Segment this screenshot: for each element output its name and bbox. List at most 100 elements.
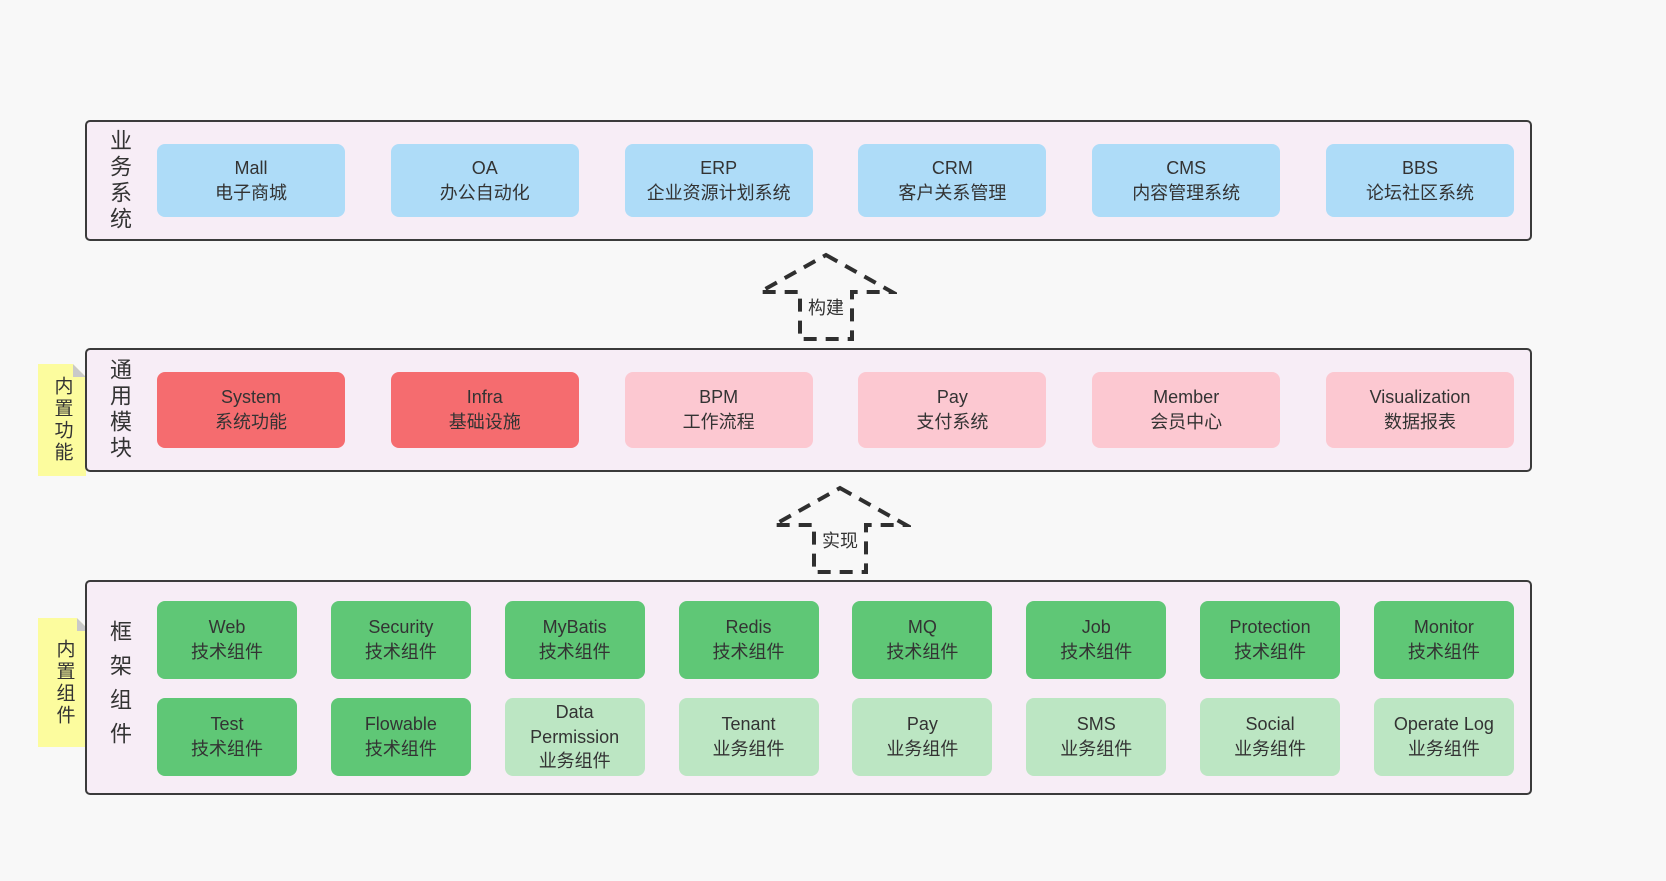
box-subtitle: 基础设施 xyxy=(448,412,521,432)
box-subtitle: 业务组件 xyxy=(1060,739,1133,759)
dashed-up-arrow-icon xyxy=(769,485,911,574)
box-pay: Pay 支付系统 xyxy=(858,372,1047,448)
box-infra: Infra 基础设施 xyxy=(390,372,579,448)
arrow-implement-label: 实现 xyxy=(819,527,861,553)
component-boxes: Web 技术组件 Security 技术组件 MyBatis 技术组件 Redi… xyxy=(135,582,1530,793)
box-subtitle: 电子商城 xyxy=(215,182,287,203)
box-subtitle: 技术组件 xyxy=(538,642,611,662)
box-title: Job xyxy=(1081,617,1111,638)
box-monitor: Monitor 技术组件 xyxy=(1373,601,1514,679)
layer-label-components: 框架组件 xyxy=(107,619,132,756)
box-title: Pay xyxy=(906,714,938,735)
business-boxes: Mall 电子商城 OA 办公自动化 ERP 企业资源计划系统 CRM 客户关系… xyxy=(135,122,1530,239)
box-title: Infra xyxy=(466,387,503,408)
module-boxes: System 系统功能 Infra 基础设施 BPM 工作流程 Pay 支付系统… xyxy=(135,350,1530,470)
component-row-1: Web 技术组件 Security 技术组件 MyBatis 技术组件 Redi… xyxy=(157,601,1514,679)
box-subtitle: 技术组件 xyxy=(712,642,785,662)
box-job: Job 技术组件 xyxy=(1026,601,1167,679)
box-subtitle: 工作流程 xyxy=(682,412,755,432)
arrow-build-label: 构建 xyxy=(805,294,847,320)
layer-label-business: 业务系统 xyxy=(107,128,132,233)
box-title: ERP xyxy=(700,157,738,178)
box-bbs: BBS 论坛社区系统 xyxy=(1325,144,1514,217)
arrow-build: 构建 xyxy=(755,252,897,342)
box-data-permission: Data Permission 业务组件 xyxy=(504,698,645,776)
arrow-implement: 实现 xyxy=(769,485,911,575)
box-title: BBS xyxy=(1401,157,1438,178)
box-title: Test xyxy=(210,714,244,735)
box-subtitle: 技术组件 xyxy=(364,642,437,662)
component-row-2: Test 技术组件 Flowable 技术组件 Data Permission … xyxy=(157,698,1514,776)
box-social: Social 业务组件 xyxy=(1200,698,1341,776)
box-oa: OA 办公自动化 xyxy=(390,144,579,217)
box-title: OA xyxy=(471,157,498,178)
box-subtitle: 业务组件 xyxy=(1234,739,1307,759)
dashed-up-arrow-icon xyxy=(755,252,897,341)
box-title: SMS xyxy=(1076,714,1116,735)
box-subtitle: 系统功能 xyxy=(215,412,287,432)
box-subtitle: 数据报表 xyxy=(1383,412,1456,432)
box-title: MyBatis xyxy=(542,617,607,638)
box-mq: MQ 技术组件 xyxy=(852,601,993,679)
box-title: Data Permission xyxy=(530,701,620,747)
box-subtitle: 支付系统 xyxy=(916,412,989,432)
box-title: System xyxy=(220,387,281,408)
box-title: Redis xyxy=(725,617,772,638)
box-title: Tenant xyxy=(721,714,776,735)
box-title: Monitor xyxy=(1413,617,1474,638)
box-title: Security xyxy=(368,617,434,638)
box-redis: Redis 技术组件 xyxy=(678,601,819,679)
box-subtitle: 技术组件 xyxy=(1060,642,1133,662)
box-subtitle: 技术组件 xyxy=(191,739,263,759)
box-title: Mall xyxy=(234,157,268,178)
box-title: MQ xyxy=(907,617,937,638)
box-title: Web xyxy=(208,617,246,638)
box-subtitle: 内容管理系统 xyxy=(1132,182,1241,203)
box-subtitle: 业务组件 xyxy=(538,751,611,772)
box-system: System 系统功能 xyxy=(157,372,345,448)
box-subtitle: 技术组件 xyxy=(191,642,263,662)
box-subtitle: 客户关系管理 xyxy=(898,182,1007,203)
box-tenant: Tenant 业务组件 xyxy=(678,698,819,776)
box-sms: SMS 业务组件 xyxy=(1026,698,1167,776)
box-title: Operate Log xyxy=(1393,714,1494,735)
box-member: Member 会员中心 xyxy=(1092,372,1281,448)
box-subtitle: 技术组件 xyxy=(364,739,437,759)
sticky-note-text: 内置功能 xyxy=(51,376,73,464)
box-protection: Protection 技术组件 xyxy=(1200,601,1341,679)
box-title: Member xyxy=(1153,387,1220,408)
box-title: BPM xyxy=(699,387,739,408)
box-security: Security 技术组件 xyxy=(330,601,471,679)
box-bpm: BPM 工作流程 xyxy=(624,372,813,448)
box-operate-log: Operate Log 业务组件 xyxy=(1373,698,1514,776)
box-mybatis: MyBatis 技术组件 xyxy=(504,601,645,679)
box-subtitle: 技术组件 xyxy=(1234,642,1307,662)
box-erp: ERP 企业资源计划系统 xyxy=(624,144,813,217)
box-title: Flowable xyxy=(364,714,437,735)
box-subtitle: 技术组件 xyxy=(1407,642,1480,662)
box-title: Protection xyxy=(1229,617,1311,638)
layer-framework-components: 框架组件 Web 技术组件 Security 技术组件 MyBatis 技术组件… xyxy=(85,580,1532,795)
box-test: Test 技术组件 xyxy=(157,698,297,776)
box-web: Web 技术组件 xyxy=(157,601,297,679)
box-crm: CRM 客户关系管理 xyxy=(858,144,1047,217)
box-cms: CMS 内容管理系统 xyxy=(1092,144,1281,217)
box-title: Social xyxy=(1245,714,1295,735)
box-subtitle: 业务组件 xyxy=(1407,739,1480,759)
box-subtitle: 业务组件 xyxy=(886,739,959,759)
box-subtitle: 技术组件 xyxy=(886,642,959,662)
sticky-note-builtin-components: 内置组件 xyxy=(38,618,90,747)
box-title: CRM xyxy=(931,157,973,178)
box-subtitle: 办公自动化 xyxy=(439,182,530,203)
box-title: Pay xyxy=(936,387,968,408)
box-mall: Mall 电子商城 xyxy=(157,144,345,217)
box-subtitle: 会员中心 xyxy=(1150,412,1223,432)
box-title: Visualization xyxy=(1369,387,1471,408)
box-flowable: Flowable 技术组件 xyxy=(330,698,471,776)
sticky-note-text: 内置组件 xyxy=(53,638,75,727)
layer-common-modules: 通用模块 System 系统功能 Infra 基础设施 BPM 工作流程 Pay… xyxy=(85,348,1532,472)
layer-label-modules: 通用模块 xyxy=(107,358,132,462)
box-subtitle: 企业资源计划系统 xyxy=(646,182,791,203)
box-visualization: Visualization 数据报表 xyxy=(1325,372,1514,448)
layer-business-systems: 业务系统 Mall 电子商城 OA 办公自动化 ERP 企业资源计划系统 CRM… xyxy=(85,120,1532,241)
